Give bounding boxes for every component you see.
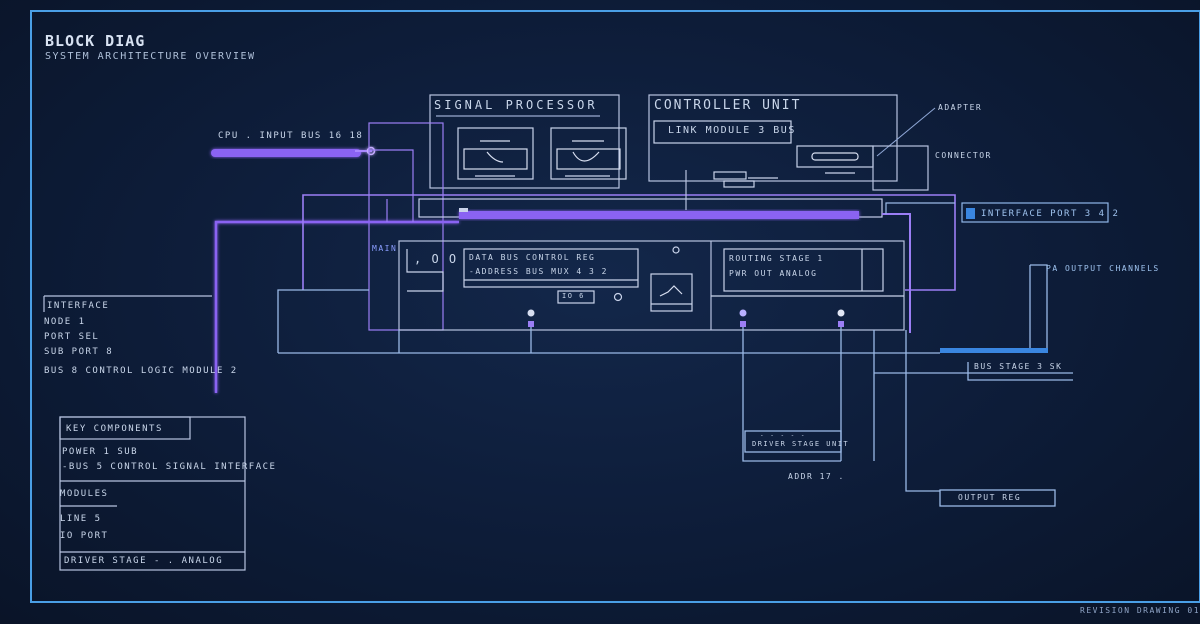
signal-processor-module [368, 94, 627, 331]
input-bus-label: CPU . INPUT BUS 16 18 [218, 131, 364, 141]
left-panel-line-2: NODE 1 [44, 317, 86, 327]
port-dots [527, 309, 845, 327]
lower-output-label: BUS STAGE 3 SK [974, 362, 1063, 371]
adapter-callout: ADAPTER [938, 103, 983, 112]
main-board-glyph: , O O [414, 252, 458, 266]
legend-line-2: -BUS 5 CONTROL SIGNAL INTERFACE [62, 462, 277, 472]
interface-port-box [961, 202, 1109, 223]
output-reg-label: OUTPUT REG [958, 493, 1022, 502]
driver-stage-line-2: DRIVER STAGE UNIT [752, 440, 850, 448]
link-module-label: LINK MODULE 3 BUS [668, 125, 796, 136]
diagram-subtitle: SYSTEM ARCHITECTURE OVERVIEW [45, 51, 256, 62]
legend-header: KEY COMPONENTS [66, 424, 163, 434]
upper-output-label: PA OUTPUT CHANNELS [1046, 264, 1160, 273]
legend-line-1: POWER 1 SUB [62, 447, 139, 457]
routing-line-2: PWR OUT ANALOG [729, 269, 818, 278]
blue-accent-bar [940, 348, 1048, 353]
legend-line-4: LINE 5 [60, 514, 102, 524]
data-bus-line-2: -ADDRESS BUS MUX 4 3 2 [469, 267, 608, 276]
input-bus [211, 146, 376, 157]
data-bus-line-1: DATA BUS CONTROL REG [469, 253, 596, 262]
main-board-tag: MAIN [372, 244, 398, 253]
left-panel-line-5: BUS 8 CONTROL LOGIC MODULE 2 [44, 366, 238, 376]
controller-title: CONTROLLER UNIT [654, 98, 802, 113]
main-board [369, 240, 910, 332]
connector-callout: CONNECTOR [935, 151, 992, 160]
interface-port-label: INTERFACE PORT 3 4 2 [966, 208, 1119, 219]
legend-footer: DRIVER STAGE - . ANALOG [64, 556, 224, 566]
interface-port-text: INTERFACE PORT 3 4 2 [981, 209, 1120, 219]
left-panel-line-4: SUB PORT 8 [44, 347, 114, 357]
routing-line-1: ROUTING STAGE 1 [729, 254, 824, 263]
io-box-label: IO 6 [562, 292, 585, 300]
left-panel-line-1: INTERFACE [47, 301, 110, 311]
legend-frame [59, 416, 246, 571]
left-panel-frame [31, 295, 216, 395]
legend-line-3: MODULES [60, 489, 109, 499]
signal-processor-title: SIGNAL PROCESSOR [434, 98, 598, 112]
outer-frame [30, 10, 1200, 603]
center-caption: ADDR 17 . [788, 472, 845, 481]
port-badge-icon [966, 208, 975, 219]
driver-stage-line-1: - - - - - [760, 432, 807, 439]
left-panel-line-3: PORT SEL [44, 332, 100, 342]
main-bus-rails [214, 149, 956, 393]
lower-wiring [277, 264, 1073, 507]
footer-note: REVISION DRAWING 01 [1080, 606, 1200, 615]
diagram-title: BLOCK DIAG [45, 32, 146, 50]
legend-line-5: IO PORT [60, 531, 109, 541]
